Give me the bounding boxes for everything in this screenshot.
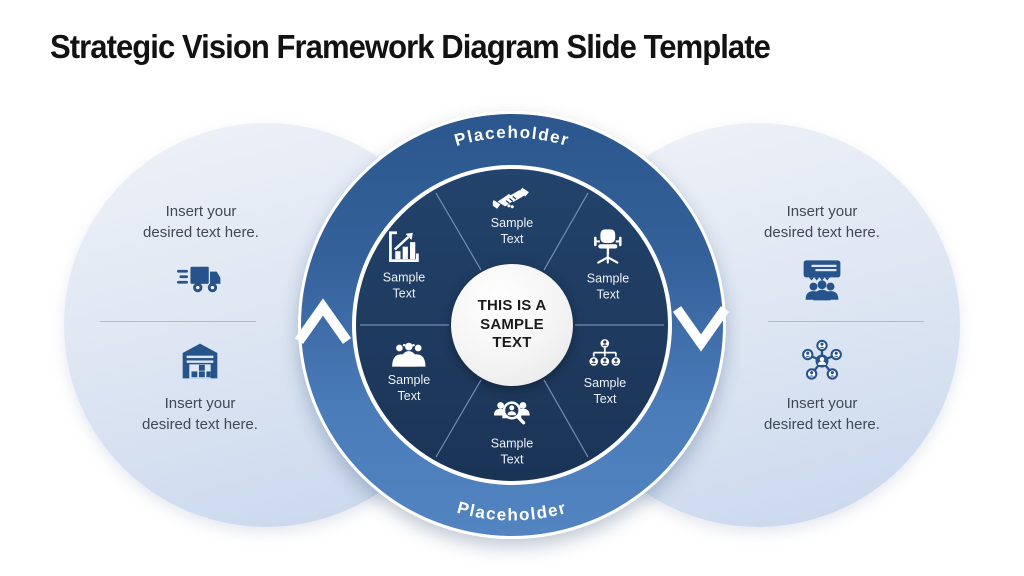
- segment-lower-left: Sample Text: [388, 342, 430, 405]
- center-circle: THIS IS A SAMPLE TEXT: [451, 264, 573, 386]
- page-title: Strategic Vision Framework Diagram Slide…: [50, 28, 771, 65]
- segment-bottom: Sample Text: [491, 396, 533, 468]
- segment-upper-left: Sample Text: [383, 230, 425, 302]
- right-panel-divider: [768, 321, 924, 322]
- people-search-icon: [494, 401, 530, 425]
- right-top-text: Insert your desired text here.: [764, 203, 880, 241]
- warehouse-icon: [180, 341, 220, 381]
- segment-top: Sample Text: [491, 187, 533, 248]
- office-chair-icon: [594, 229, 622, 264]
- left-bottom-text: Insert your desired text here.: [142, 395, 258, 433]
- people-network-icon: [800, 339, 844, 383]
- presentation-audience-icon: [801, 259, 843, 301]
- people-group-icon: [392, 342, 426, 367]
- center-text: THIS IS A SAMPLE TEXT: [477, 296, 547, 352]
- segment-upper-right: Sample Text: [587, 229, 629, 303]
- growth-chart-icon: [389, 231, 419, 262]
- right-bottom-text: Insert your desired text here.: [764, 395, 880, 433]
- left-top-text: Insert your desired text here.: [143, 203, 259, 241]
- org-chart-icon: [589, 339, 621, 366]
- left-panel-divider: [100, 321, 256, 322]
- delivery-truck-icon: [177, 263, 221, 295]
- segment-lower-right: Sample Text: [584, 339, 626, 408]
- handshake-icon: [492, 187, 530, 209]
